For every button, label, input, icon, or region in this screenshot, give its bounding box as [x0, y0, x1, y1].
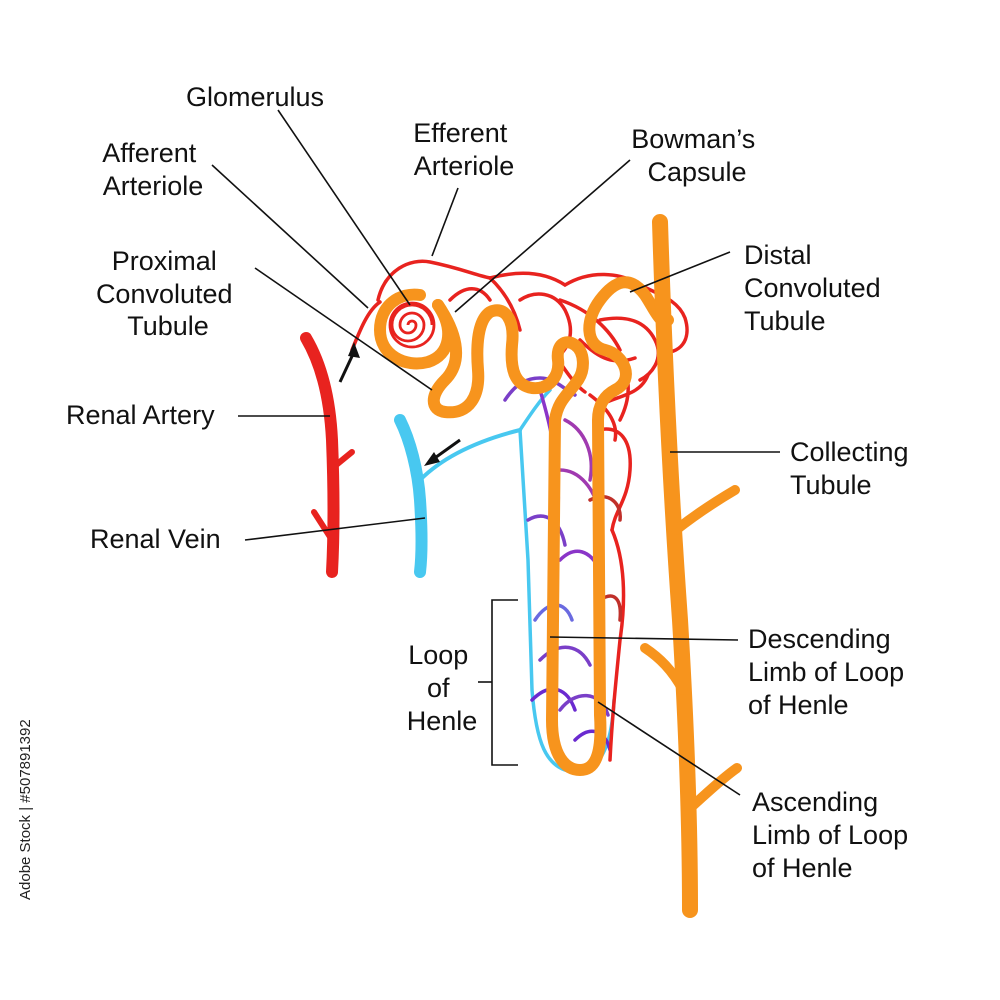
proximal-convoluted-tubule [427, 299, 589, 419]
glomerulus [388, 301, 436, 349]
label-afferent-arteriole: Afferent Arteriole [102, 138, 204, 201]
collecting-tubule [640, 214, 742, 918]
label-collecting-tubule: Collecting Tubule [790, 437, 916, 500]
label-glomerulus: Glomerulus [186, 82, 324, 112]
vein-flow-arrow [424, 438, 461, 466]
label-efferent-arteriole: Efferent Arteriole [413, 118, 515, 181]
renal-vein [394, 414, 522, 578]
label-proximal-convoluted-tubule: Proximal Convoluted Tubule [96, 246, 240, 341]
renal-artery [300, 332, 355, 578]
label-ascending-limb: Ascending Limb of Loop of Henle [752, 787, 916, 883]
label-descending-limb: Descending Limb of Loop of Henle [748, 624, 912, 720]
label-distal-convoluted-tubule: Distal Convoluted Tubule [744, 240, 888, 336]
stock-watermark: Adobe Stock | #507891392 [17, 719, 34, 900]
loop-of-henle [546, 374, 621, 776]
leader-lines [211, 109, 780, 796]
label-bowmans-capsule: Bowman’s Capsule [631, 124, 763, 187]
label-renal-artery: Renal Artery [66, 400, 215, 430]
bowmans-capsule [373, 288, 455, 370]
loop-bracket [478, 599, 518, 766]
label-loop-of-henle: Loop of Henle [407, 640, 478, 736]
distal-convoluted-tubule [583, 276, 674, 396]
artery-flow-arrow [338, 342, 360, 383]
label-renal-vein: Renal Vein [90, 524, 221, 554]
peritubular-capillaries [503, 373, 650, 774]
labels: Glomerulus Efferent Arteriole Bowman’s C… [66, 82, 916, 883]
